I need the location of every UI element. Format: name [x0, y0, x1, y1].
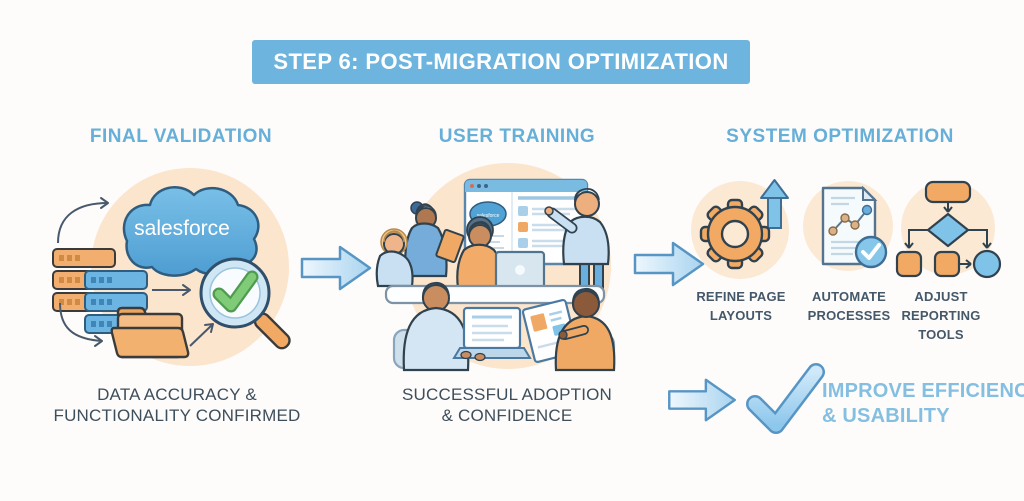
- salesforce-cloud-icon: salesforce: [122, 186, 260, 277]
- flow-arrows: [57, 197, 214, 347]
- user-training-illustration: salesforce: [375, 163, 616, 372]
- caption-user-training: SUCCESSFUL ADOPTION & CONFIDENCE: [401, 385, 613, 425]
- right-arrow-icon: [633, 241, 705, 287]
- flowchart-icon: [895, 180, 1002, 279]
- icon-label-refine-page-layouts: REFINE PAGE LAYOUTS: [696, 289, 786, 323]
- green-check-icon: [214, 272, 257, 311]
- section-title-user-training: USER TRAINING: [438, 126, 596, 147]
- section-title-system-optimization: SYSTEM OPTIMIZATION: [726, 126, 954, 147]
- trainee-tablet-woman: [404, 201, 465, 278]
- right-arrow-icon: [300, 245, 372, 291]
- trainee-blonde-woman: [375, 228, 414, 288]
- result-text-improve-efficiency: IMPROVE EFFICIENCY & USABILITY: [822, 380, 1024, 427]
- header-banner: STEP 6: POST-MIGRATION OPTIMIZATION: [252, 40, 750, 84]
- trainee-tablet-man: [521, 287, 616, 372]
- up-arrow-icon: [760, 179, 789, 229]
- svg-text:salesforce: salesforce: [477, 213, 500, 219]
- right-arrow-icon: [668, 378, 736, 422]
- check-badge-icon: [854, 235, 888, 269]
- system-optimization-icons: [691, 179, 1002, 279]
- presenter-figure: [544, 188, 610, 301]
- trainee-laptop-man: [392, 281, 532, 372]
- icon-label-automate-processes: AUTOMATE PROCESSES: [807, 289, 891, 323]
- magnifier-check-icon: [199, 257, 291, 350]
- folder-icon: [110, 306, 190, 359]
- salesforce-logo-text: salesforce: [134, 217, 230, 240]
- table-laptop: [494, 250, 546, 290]
- caption-final-validation: DATA ACCURACY & FUNCTIONALITY CONFIRMED: [53, 385, 301, 425]
- section-title-final-validation: FINAL VALIDATION: [89, 126, 273, 147]
- document-check-icon: [803, 181, 893, 271]
- icon-label-adjust-reporting-tools: ADJUST REPORTING TOOLS: [901, 289, 981, 342]
- big-check-icon: [746, 363, 825, 434]
- gear-up-arrow-icon: [691, 179, 789, 279]
- final-validation-illustration: salesforce: [52, 168, 291, 366]
- training-table: [384, 284, 606, 305]
- header-title: STEP 6: POST-MIGRATION OPTIMIZATION: [273, 49, 729, 74]
